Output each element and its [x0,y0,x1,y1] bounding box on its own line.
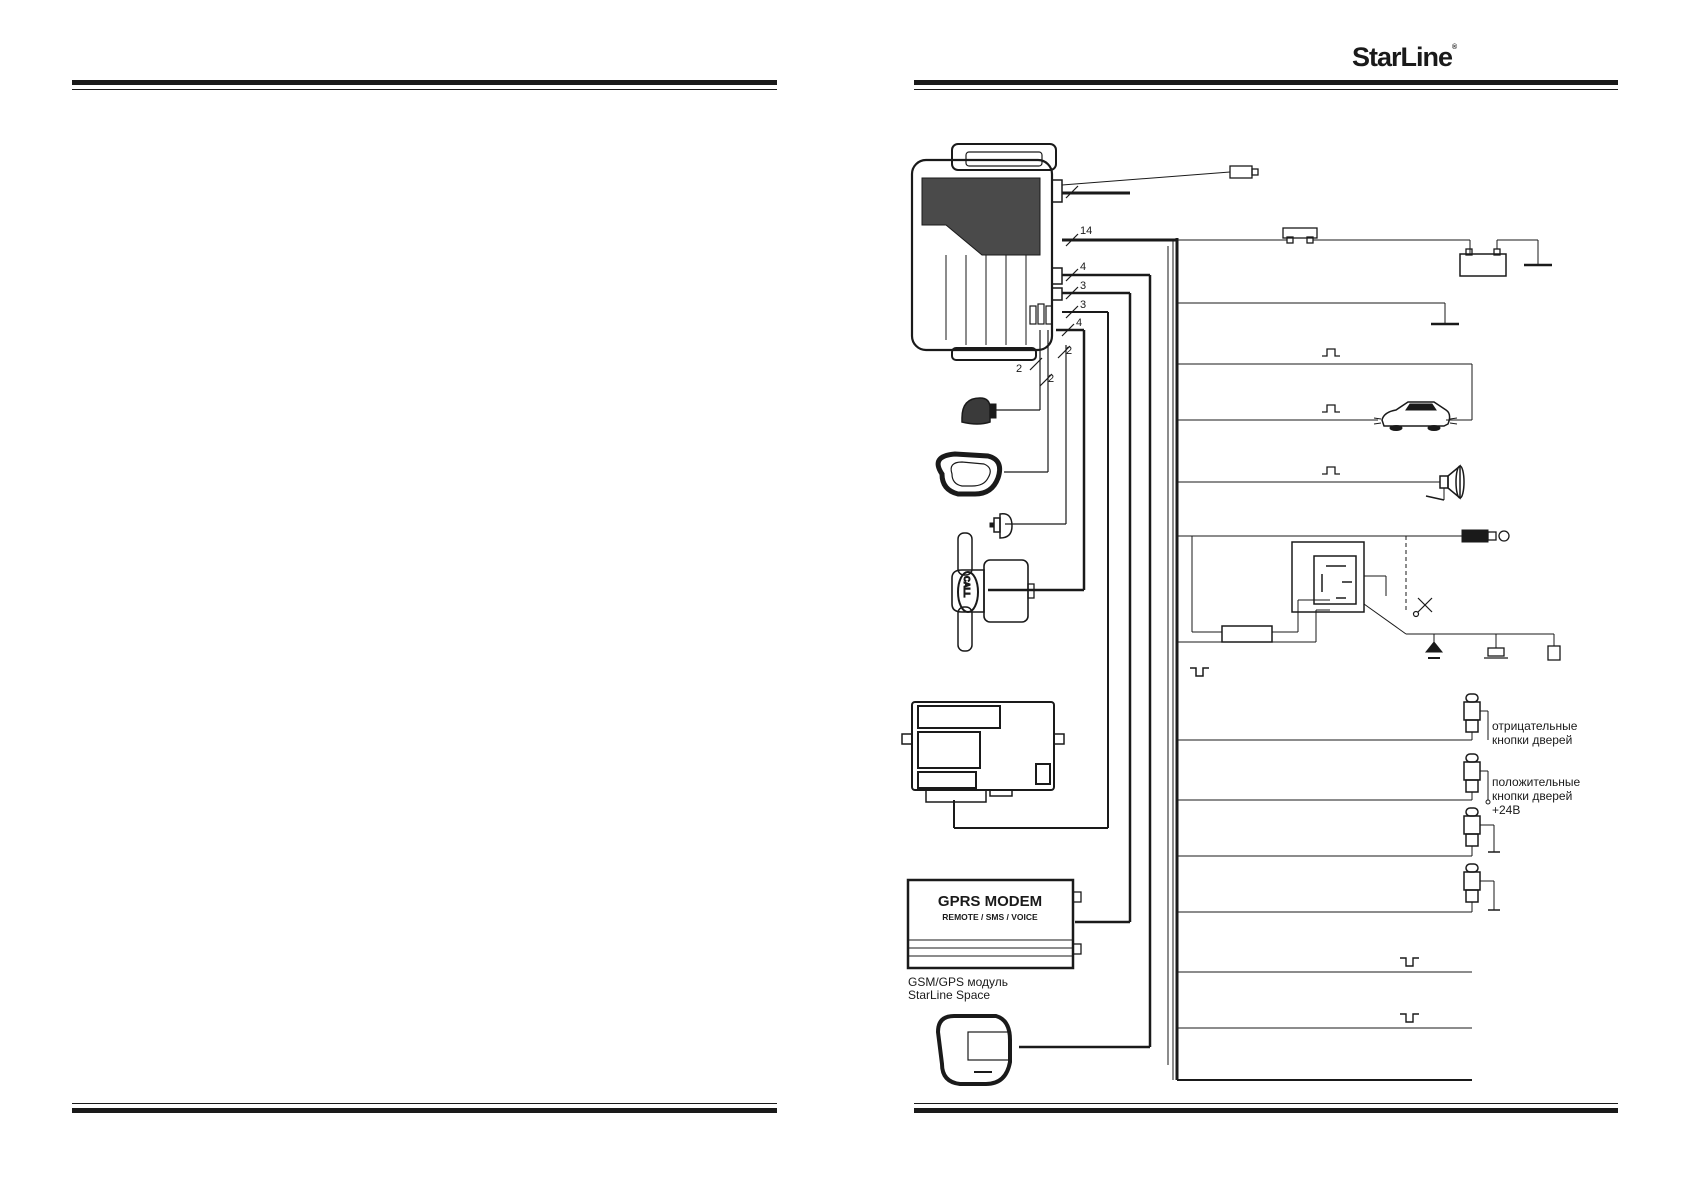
door-switches [1177,693,1500,913]
door-switch-icon [1463,807,1481,856]
power-branch [1177,227,1552,277]
positive-door-label-line3: +24В [1492,803,1520,817]
ignition-key-icon [1461,529,1510,543]
immobilizer-tag-icon [935,1014,1012,1086]
pulse-icon [1400,1013,1419,1023]
wire-count-button: 2 [1066,345,1072,357]
ignition-branch [1177,529,1561,661]
top-rules [72,80,1618,90]
shock-sensor-icon [989,513,1013,539]
battery-icon [1459,248,1507,277]
wire-count-c: 3 [1080,299,1086,311]
brand-logo: StarLine® [1352,42,1457,73]
modem-subtitle: REMOTE / SMS / VOICE [942,912,1038,922]
antenna-cable [1061,165,1259,199]
gprs-modem-icon [906,878,1082,970]
relay-module-icon [901,701,1065,803]
modem-title: GPRS MODEM [938,893,1042,910]
brand-registered-mark: ® [1452,44,1457,51]
pulse-icon [1322,466,1340,475]
service-button-icon [935,451,1003,497]
antenna-transceiver-icon: CALL [951,532,1035,652]
scissors-icon [1412,597,1433,618]
small-harness [995,330,1071,525]
alarm-unit-icon [910,143,1063,361]
harness-d [988,323,1086,592]
fuse-icon [1221,625,1273,643]
positive-door-label-line2: кнопки дверей [1492,789,1572,803]
relay-icon [1291,541,1365,613]
modem-caption-line2: StarLine Space [908,988,990,1002]
door-switch-icon [1463,863,1481,912]
siren-icon [1425,464,1465,501]
harness-b [1062,286,1132,924]
call-button-label: CALL [962,576,971,597]
negative-door-label-line1: отрицательные [1492,719,1578,733]
door-switch-icon [1463,753,1481,800]
main-harness [1062,233,1179,1080]
fuse-icon [1282,227,1318,244]
siren-branch [1177,464,1465,501]
pulse-icon [1322,348,1340,357]
negative-door-label-line2: кнопки дверей [1492,733,1572,747]
wire-count-main: 14 [1080,225,1092,237]
wire-count-sensor: 2 [1048,373,1054,385]
pulse-icon [1400,957,1419,967]
wire-count-labels: 14 4 3 3 4 2 2 2 [1016,225,1092,385]
led-indicator-icon [961,397,997,425]
harness-a [1019,268,1152,1049]
wire-count-d: 4 [1076,317,1082,329]
car-lights-icon [1373,401,1458,431]
modem-caption-line1: GSM/GPS модуль [908,975,1008,989]
brand-name: StarLine [1352,42,1453,72]
door-switch-icon [1463,693,1481,740]
pulse-icon [1322,404,1340,413]
bottom-rules [72,1103,1618,1113]
lights-branch [1177,348,1473,431]
harness-c [953,305,1109,829]
positive-door-label-line1: положительные [1492,775,1580,789]
wire-count-a: 4 [1080,261,1086,273]
wire-count-led: 2 [1016,363,1022,375]
pulse-icon [1190,667,1209,677]
ground-branch [1177,302,1459,326]
wire-count-b: 3 [1080,280,1086,292]
output-lines [1177,957,1472,1081]
